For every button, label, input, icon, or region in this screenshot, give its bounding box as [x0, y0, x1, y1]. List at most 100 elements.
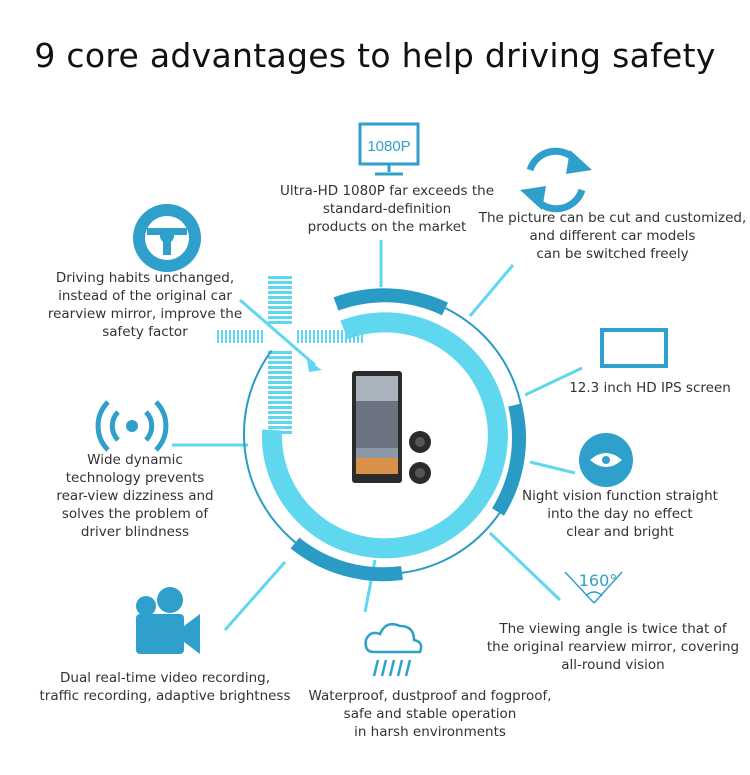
feature-text-line: into the day no effect	[547, 506, 693, 522]
connector-habits	[239, 298, 316, 367]
stripe	[268, 356, 292, 359]
connector-recording	[223, 561, 287, 631]
stripe	[268, 351, 292, 354]
connector-custom	[468, 264, 515, 317]
stripe	[257, 330, 259, 343]
outer-segment-right	[491, 403, 526, 516]
stripe	[268, 381, 292, 384]
stripe	[268, 416, 292, 419]
feature-text-line: Ultra-HD 1080P far exceeds the	[279, 183, 495, 199]
feature-text-line: safety factor	[102, 324, 188, 340]
stripe	[217, 330, 219, 343]
stripe	[268, 401, 292, 404]
stripe	[268, 411, 292, 414]
feature-text-line: safe and stable operation	[343, 706, 517, 722]
stripe	[357, 330, 359, 343]
feature-text-line: products on the market	[307, 219, 467, 235]
stripe	[333, 330, 335, 343]
feature-text-line: the original rearview mirror, covering	[486, 639, 740, 655]
feature-wdr: Wide dynamic technology prevents rear-view…	[40, 451, 230, 541]
stripe	[301, 330, 303, 343]
stripe	[237, 330, 239, 343]
stripe	[337, 330, 339, 343]
inner-ring	[261, 312, 508, 559]
stripe	[325, 330, 327, 343]
feature-recording: Dual real-time video recording,traffic r…	[30, 669, 300, 705]
feature-text-line: can be switched freely	[536, 246, 689, 262]
stripe	[305, 330, 307, 343]
stripe	[268, 316, 292, 319]
stripe	[309, 330, 311, 343]
stripe	[233, 330, 235, 343]
stripe	[313, 330, 315, 343]
stripe	[317, 330, 319, 343]
stripe	[268, 281, 292, 284]
stripe	[241, 330, 243, 343]
signal-icon	[95, 400, 169, 452]
stripe	[268, 386, 292, 389]
stripe	[268, 371, 292, 374]
stripe	[268, 286, 292, 289]
stripe	[361, 330, 363, 343]
feature-text-line: rearview mirror, improve the	[47, 306, 243, 322]
stripe	[321, 330, 323, 343]
viewing-angle-icon	[564, 571, 623, 604]
feature-text-line: 12.3 inch HD IPS screen	[569, 380, 731, 396]
feature-text-line: Waterproof, dustproof and fogproof,	[308, 688, 552, 704]
connector-angle	[488, 531, 562, 602]
stripe	[249, 330, 251, 343]
product-image	[352, 371, 431, 484]
feature-text-line: standard-definition	[322, 201, 452, 217]
feature-habits: Driving habits unchanged,instead of the …	[40, 269, 250, 341]
outer-segment-bottom	[290, 537, 403, 582]
feature-text-line: rear-view dizziness and	[56, 488, 214, 504]
feature-screen: 12.3 inch HD IPS screen	[550, 379, 750, 397]
feature-text-line: The viewing angle is twice that of	[499, 621, 727, 637]
feature-text-line: The picture can be cut and customized,	[478, 210, 747, 226]
resolution-badge: 1080P	[367, 138, 410, 155]
stripe	[268, 426, 292, 429]
rain-cloud-icon	[364, 623, 423, 677]
outer-segment-top	[333, 288, 449, 316]
stripe	[268, 311, 292, 314]
stripe	[268, 421, 292, 424]
stripe	[229, 330, 231, 343]
stripe	[268, 391, 292, 394]
stripe	[268, 396, 292, 399]
steering-wheel-icon	[133, 204, 201, 272]
feature-custom: The picture can be cut and customized, an…	[470, 209, 750, 263]
feature-text-line: driver blindness	[80, 524, 190, 540]
feature-text-line: all-round vision	[561, 657, 665, 673]
feature-hd: Ultra-HD 1080P far exceeds the standard-d…	[262, 182, 512, 236]
feature-text-line: technology prevents	[65, 470, 205, 486]
stripe	[341, 330, 343, 343]
feature-text-line: solves the problem of	[61, 506, 209, 522]
stripe	[268, 306, 292, 309]
video-camera-icon	[136, 587, 200, 654]
stripe	[268, 406, 292, 409]
striped-bars	[217, 276, 363, 434]
stripe	[253, 330, 255, 343]
stripe	[245, 330, 247, 343]
connector-night	[529, 460, 576, 475]
connector-lines	[172, 240, 583, 631]
feature-text-line: instead of the original car	[58, 288, 232, 304]
feature-text-line: clear and bright	[566, 524, 674, 540]
stripe	[268, 301, 292, 304]
page-title: 9 core advantages to help driving safety	[34, 36, 716, 75]
connector-screen	[524, 366, 583, 397]
viewing-angle-value: 160°	[579, 571, 618, 590]
screen-icon	[600, 328, 668, 368]
feature-text-line: and different car models	[529, 228, 696, 244]
feature-text-line: Dual real-time video recording,	[60, 670, 270, 686]
stripe	[268, 361, 292, 364]
monitor-1080p-icon	[358, 122, 420, 176]
stripe	[268, 276, 292, 279]
stripe	[268, 296, 292, 299]
stripe	[268, 321, 292, 324]
stripe	[345, 330, 347, 343]
feature-angle: The viewing angle is twice that of the or…	[478, 620, 748, 674]
feature-text-line: Wide dynamic	[87, 452, 183, 468]
